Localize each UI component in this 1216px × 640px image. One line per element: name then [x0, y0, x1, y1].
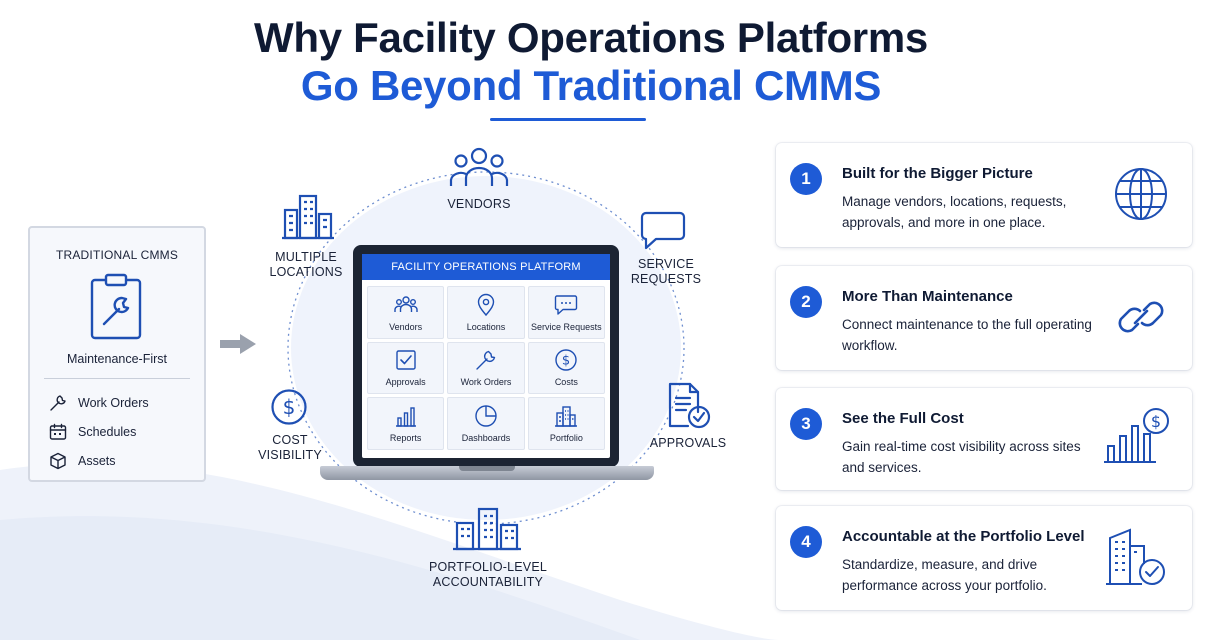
- benefit-description: Manage vendors, locations, requests, app…: [842, 194, 1067, 230]
- cube-icon: [50, 452, 66, 469]
- orbit-label-vendors: VENDORS: [447, 197, 511, 211]
- title-underline: [490, 118, 646, 121]
- globe-icon: [1115, 168, 1167, 220]
- location-pin-icon: [477, 293, 495, 316]
- list-item: Schedules: [48, 417, 198, 446]
- title-line-1: Why Facility Operations Platforms: [254, 14, 928, 61]
- tile-label: Costs: [554, 377, 578, 388]
- list-item-label: Assets: [78, 453, 116, 468]
- checkbox-icon: [395, 350, 416, 371]
- cmms-feature-list: Work Orders Schedules Assets: [48, 388, 198, 475]
- calendar-icon: [49, 423, 67, 440]
- tile-approvals[interactable]: Approvals: [367, 341, 445, 395]
- traditional-cmms-card: TRADITIONAL CMMS Maintenance-First Work …: [28, 226, 206, 482]
- benefit-card-3: 3 See the Full Cost Gain real-time cost …: [776, 388, 1192, 490]
- tile-label: Service Requests: [531, 321, 602, 332]
- cmms-subtitle: Maintenance-First: [66, 352, 168, 366]
- tile-label: Portfolio: [549, 433, 583, 444]
- benefit-title: See the Full Cost: [842, 410, 964, 427]
- buildings-icon: [453, 507, 521, 551]
- city-buildings-icon: [282, 194, 334, 240]
- cost-chart-icon: $: [1104, 408, 1169, 463]
- arrow-right-icon: [220, 334, 256, 354]
- tile-label: Locations: [466, 321, 506, 332]
- list-item: Work Orders: [48, 388, 198, 417]
- tile-vendors[interactable]: Vendors: [367, 286, 445, 339]
- page-title: Why Facility Operations Platforms Go Bey…: [0, 14, 1182, 110]
- tile-label: Dashboards: [461, 433, 511, 444]
- tile-locations[interactable]: Locations: [447, 286, 525, 339]
- cmms-title: TRADITIONAL CMMS: [55, 248, 179, 262]
- building-check-icon: [1106, 528, 1165, 585]
- benefit-title: Built for the Bigger Picture: [842, 165, 1033, 182]
- orbit-label-multiple-locations: MULTIPLE LOCATIONS: [256, 250, 356, 280]
- orbit-label-portfolio: PORTFOLIO-LEVEL ACCOUNTABILITY: [418, 560, 558, 590]
- tile-dashboards[interactable]: Dashboards: [447, 397, 525, 450]
- platform-module-grid: Vendors Locations Service Requests: [367, 286, 605, 450]
- pie-chart-icon: [475, 405, 497, 427]
- benefit-description: Gain real-time cost visibility across si…: [842, 439, 1081, 475]
- benefit-description: Connect maintenance to the full operatin…: [842, 317, 1092, 353]
- orbit-label-line: LOCATIONS: [269, 265, 343, 279]
- clipboard-wrench-icon: [90, 273, 142, 340]
- bar-chart-icon: [395, 407, 416, 427]
- number-badge: 1: [790, 163, 822, 195]
- number-badge: 4: [790, 526, 822, 558]
- orbit-label-line: ACCOUNTABILITY: [432, 575, 544, 589]
- orbit-label-line: REQUESTS: [630, 272, 702, 286]
- dollar-icon: $: [555, 349, 578, 372]
- title-line-2: Go Beyond Traditional CMMS: [300, 62, 882, 109]
- orbit-label-line: VISIBILITY: [258, 448, 322, 462]
- svg-text:$: $: [1151, 412, 1161, 431]
- benefit-card-4: 4 Accountable at the Portfolio Level Sta…: [776, 506, 1192, 610]
- benefit-title: Accountable at the Portfolio Level: [842, 528, 1085, 545]
- chat-bubble-icon: [555, 295, 578, 315]
- dollar-icon: $: [271, 389, 307, 425]
- benefit-card-2: 2 More Than Maintenance Connect maintena…: [776, 266, 1192, 370]
- wrench-icon: [476, 351, 496, 371]
- tile-label: Work Orders: [460, 377, 512, 388]
- tile-work-orders[interactable]: Work Orders: [447, 341, 525, 395]
- orbit-label-service-requests: SERVICE REQUESTS: [616, 257, 716, 287]
- tile-portfolio[interactable]: Portfolio: [527, 397, 605, 450]
- tile-reports[interactable]: Reports: [367, 397, 445, 450]
- orbit-label-cost-visibility: COST VISIBILITY: [240, 433, 340, 463]
- laptop-notch: [459, 466, 515, 471]
- laptop-screen: FACILITY OPERATIONS PLATFORM Vendors Loc…: [353, 245, 619, 467]
- chat-bubble-icon: [640, 211, 686, 250]
- tile-label: Vendors: [389, 321, 423, 332]
- benefit-title: More Than Maintenance: [842, 288, 1013, 305]
- list-item: Assets: [48, 446, 198, 475]
- number-badge: 2: [790, 286, 822, 318]
- link-icon: [1118, 301, 1164, 333]
- benefit-description: Standardize, measure, and drive performa…: [842, 557, 1047, 593]
- people-icon: [449, 147, 509, 186]
- tile-costs[interactable]: $ Costs: [527, 341, 605, 395]
- list-item-label: Work Orders: [78, 395, 149, 410]
- orbit-label-line: MULTIPLE: [275, 250, 337, 264]
- cmms-divider: [44, 378, 190, 379]
- tile-service-requests[interactable]: Service Requests: [527, 286, 605, 339]
- wrench-icon: [50, 394, 66, 411]
- tile-label: Approvals: [385, 377, 426, 388]
- building-icon: [555, 406, 578, 427]
- orbit-label-line: PORTFOLIO-LEVEL: [428, 560, 548, 574]
- svg-text:$: $: [283, 395, 296, 419]
- orbit-label-line: SERVICE: [637, 257, 695, 271]
- orbit-label-line: COST: [272, 433, 308, 447]
- tile-label: Reports: [389, 433, 422, 444]
- platform-header: FACILITY OPERATIONS PLATFORM: [362, 254, 610, 280]
- svg-text:$: $: [562, 354, 570, 369]
- list-item-label: Schedules: [78, 424, 137, 439]
- number-badge: 3: [790, 408, 822, 440]
- orbit-label-approvals: APPROVALS: [649, 436, 727, 450]
- platform-window: FACILITY OPERATIONS PLATFORM Vendors Loc…: [362, 254, 610, 458]
- document-check-icon: [668, 382, 711, 429]
- benefit-card-1: 1 Built for the Bigger Picture Manage ve…: [776, 143, 1192, 247]
- people-icon: [393, 296, 418, 312]
